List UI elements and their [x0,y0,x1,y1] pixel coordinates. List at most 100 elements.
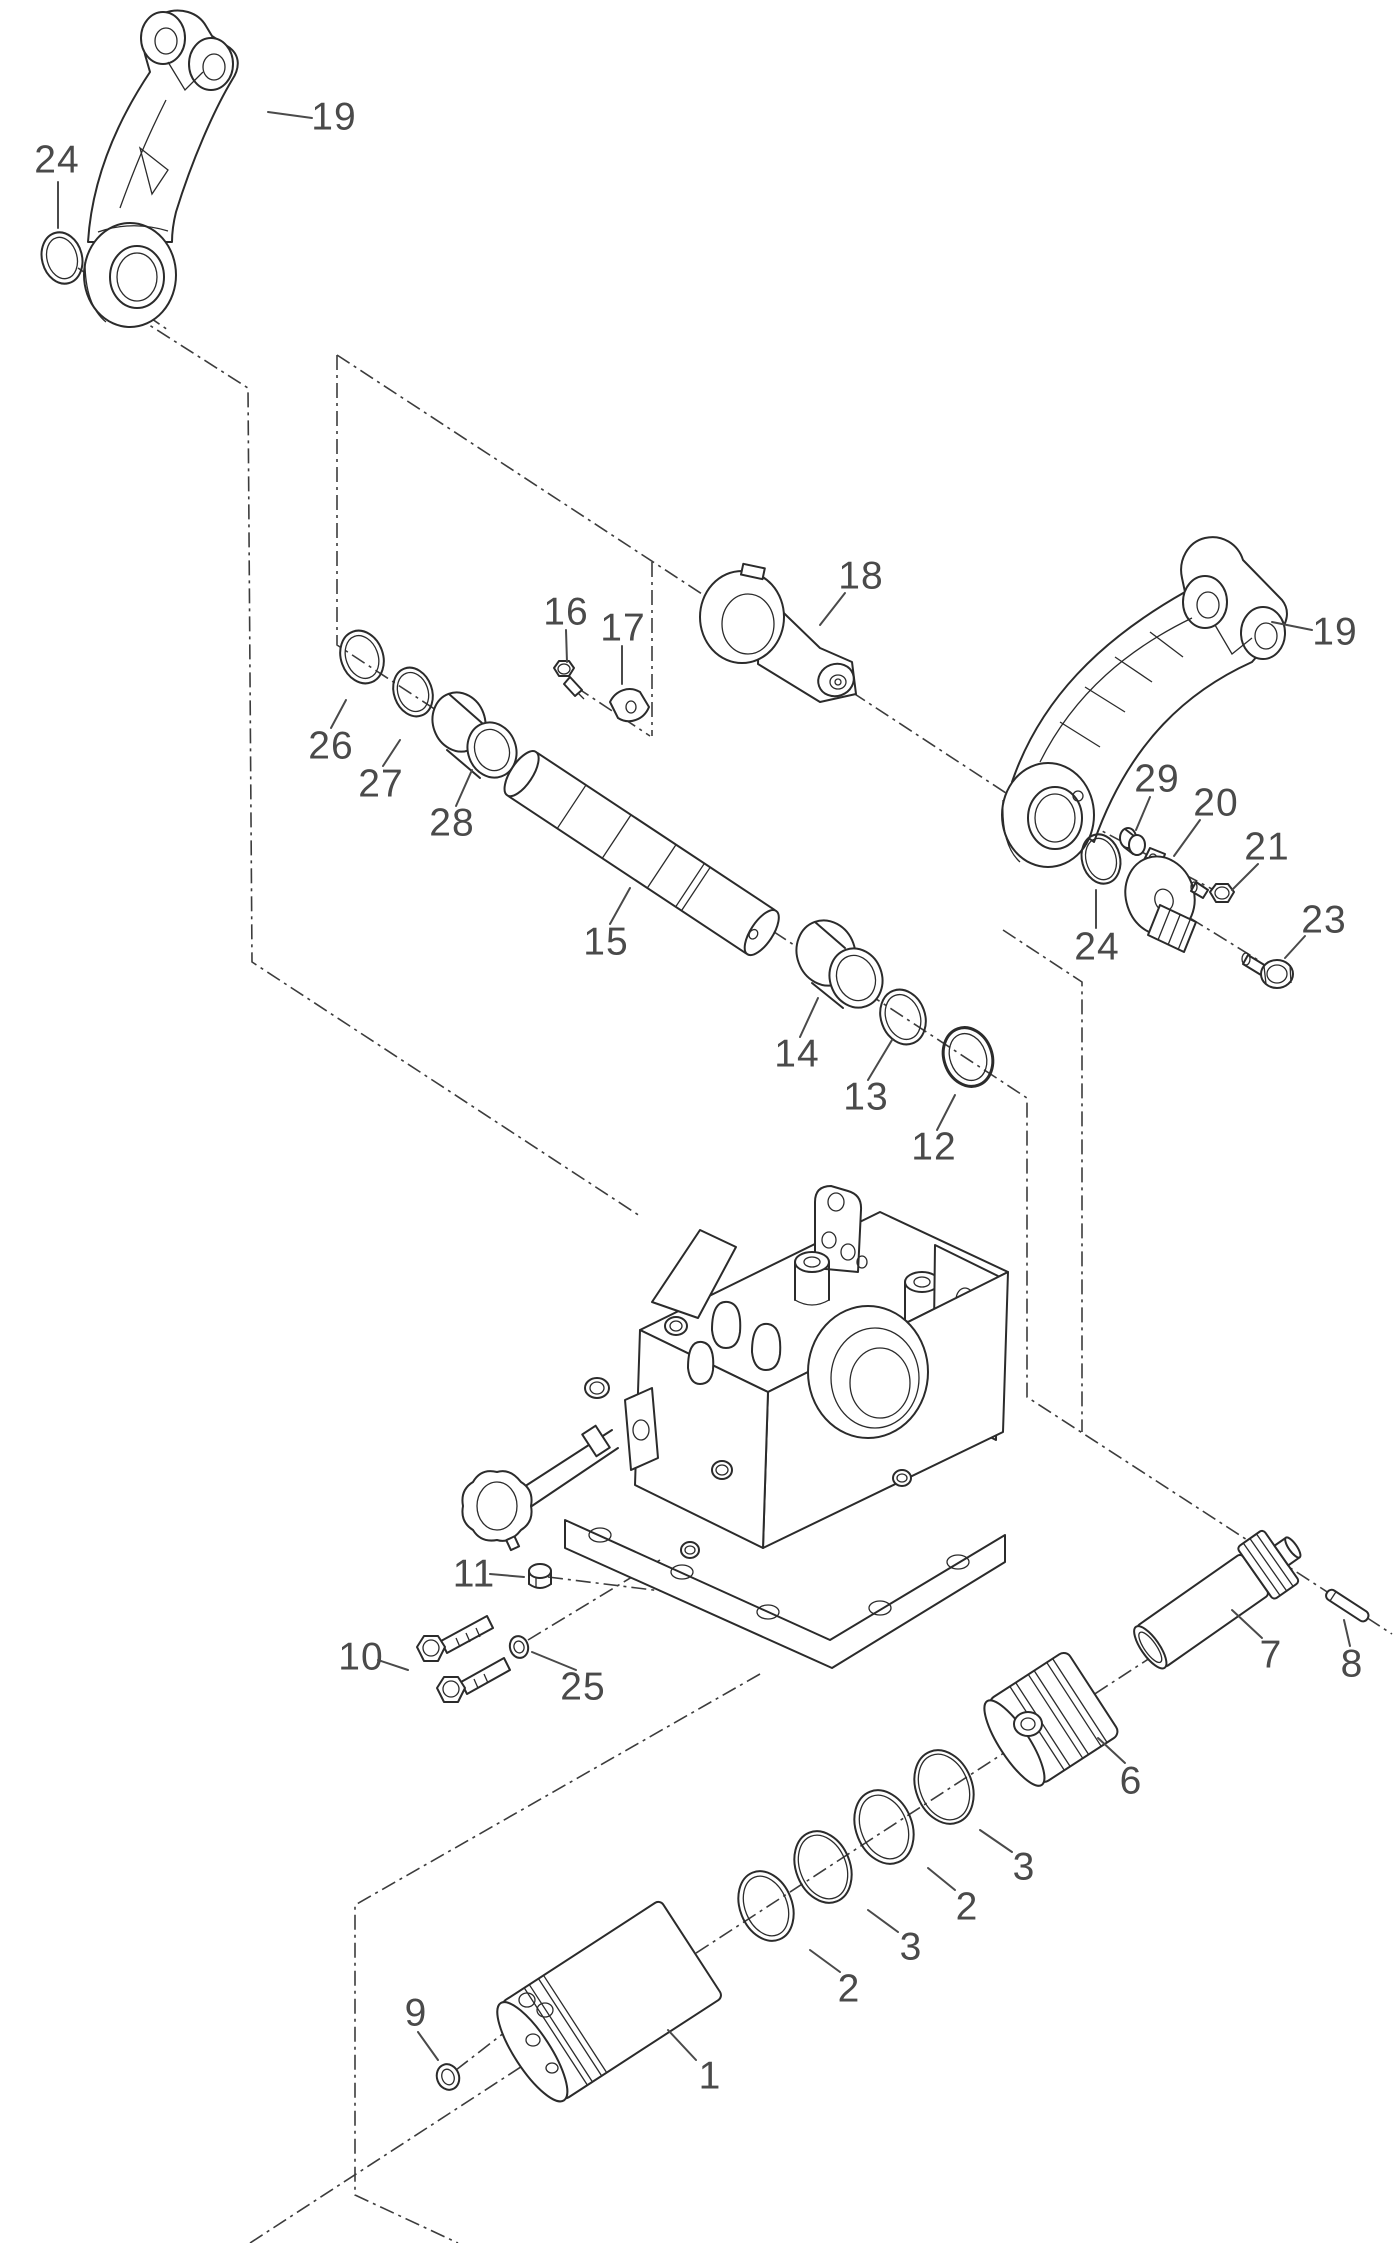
control-shaft-collar [581,1424,611,1458]
leader-3-lower [867,1909,899,1933]
spacer-29 [1119,827,1146,856]
part-callout-19-right: 19 [1312,610,1358,654]
piston-6-groove3b [1052,1658,1108,1743]
pin-8 [1325,1588,1370,1623]
bushing-28-bottom-edge [446,749,481,779]
leader-lines [57,111,1351,2061]
part-callout-24-right: 24 [1074,925,1120,969]
rod-7-head-ridge1 [1242,1542,1281,1596]
bolt-21-shank [1190,881,1209,899]
snap-ring-24-right [1080,833,1122,885]
housing-control-shaft [512,1424,619,1515]
backup-ring-3-lower-outer [793,1830,853,1904]
pin-8-body [1325,1588,1370,1623]
lift-housing [461,1185,1009,1669]
housing-bore-ring [830,1327,920,1429]
bolt-head-icon [664,1316,688,1336]
part-callout-28: 28 [429,801,475,845]
part-callout-29: 29 [1134,757,1180,801]
part-callout-16: 16 [543,590,589,634]
lift-arm-left [83,9,239,328]
bolt-head-icon [715,1464,729,1476]
rocker-arm-18-hub [699,570,785,664]
control-plate-20-stem-ridge1 [1157,909,1171,941]
o-ring-26 [339,629,385,685]
cylinder-1-groove1b [528,1984,593,2083]
washer-25 [508,1635,530,1659]
cylinder-face-hole1 [518,1992,536,2008]
backup-ring-3-upper-outer [913,1749,975,1825]
rocker-arm-18-eye-pin [834,678,842,686]
part-callout-23: 23 [1301,898,1347,942]
seal-ring-2-upper-outer [853,1789,915,1865]
snap-ring-24-left [40,231,84,285]
leader-11 [489,1573,525,1578]
o-ring-26-outer [339,629,385,685]
clamp-17-hole [625,700,637,714]
leader-10 [377,1659,409,1671]
o-ring-12-inner [948,1032,988,1082]
part-callout-26: 26 [308,724,354,768]
lift-arm-left-bore-inner [116,252,158,302]
lift-arm-right-hatch4 [1149,631,1184,658]
bushing-28-top-edge [448,693,483,724]
housing-flange-hole4 [868,1600,892,1616]
piston-cylinder-1 [496,1900,722,2103]
bolt-head-icon [584,1377,610,1399]
snap-ring-24-right-inner [1084,837,1118,881]
bushing-14-top-edge [814,921,846,949]
piston-6-center-hole-inner [1020,1717,1036,1731]
housing-bore-inner [849,1347,911,1419]
lift-arm-right-eye1-hole [1196,591,1220,619]
housing-bracket-hole2 [821,1231,837,1249]
control-plate-20-stem-ridge2 [1167,914,1181,946]
leader-13 [867,1039,893,1081]
bolt-16-shank [563,676,583,697]
housing-flange [564,1519,1006,1669]
snap-ring-24-right-outer [1080,833,1122,885]
part-callout-17: 17 [600,606,646,650]
part-callout-13: 13 [843,1075,889,1119]
housing-bracket [814,1185,863,1273]
lift-arm-right-bore-outer [1027,786,1083,850]
o-ring-9-outer [435,2063,461,2091]
part-callout-1: 1 [698,2054,722,2098]
piston-6-groove3a [1046,1662,1102,1747]
rockshaft-15-ring2 [680,866,711,912]
bolt-16-head-face [557,663,571,675]
part-callout-9: 9 [404,1991,428,2035]
lift-arm-right-fork-notch [1214,624,1253,655]
lift-arm-left-rib [138,146,169,196]
cylinder-face-hole3 [525,2033,541,2047]
leader-2-lower [809,1949,841,1973]
leader-19-right [1271,621,1313,631]
clamp-17 [609,688,650,723]
housing-dome-boss3 [687,1340,715,1385]
o-ring-13-inner [884,993,922,1041]
leader-3-upper [979,1829,1013,1853]
cylinder-1-groove2a [537,1978,603,2077]
seal-ring-2-lower-outer [737,1870,795,1942]
part-callout-24-left: 24 [34,138,80,182]
piston-6-groove2b [1033,1670,1090,1755]
o-ring-13 [879,988,927,1046]
rockshaft-15-left-face [503,750,540,798]
lift-arm-right-hatch2 [1084,686,1126,713]
leader-21 [1231,863,1259,891]
o-ring-9-inner [441,2068,455,2086]
lift-arm-right-hatch1 [1059,721,1101,748]
washer-25-outer [508,1635,530,1659]
bolt-23-facet2 [1289,964,1292,984]
rocker-arm-18 [699,562,857,703]
leader-20 [1173,819,1201,857]
bushing-14-bottom-edge [811,982,844,1009]
nut-11-top [528,1563,552,1579]
part-callout-8: 8 [1340,1642,1364,1686]
axis-line-bolt16-clamp17 [575,686,651,737]
lift-arm-right-eye1 [1182,575,1228,629]
rocker-arm-18-bore [721,593,775,655]
o-ring-26-inner [344,634,380,680]
bolt-21-head-face [1214,886,1230,900]
